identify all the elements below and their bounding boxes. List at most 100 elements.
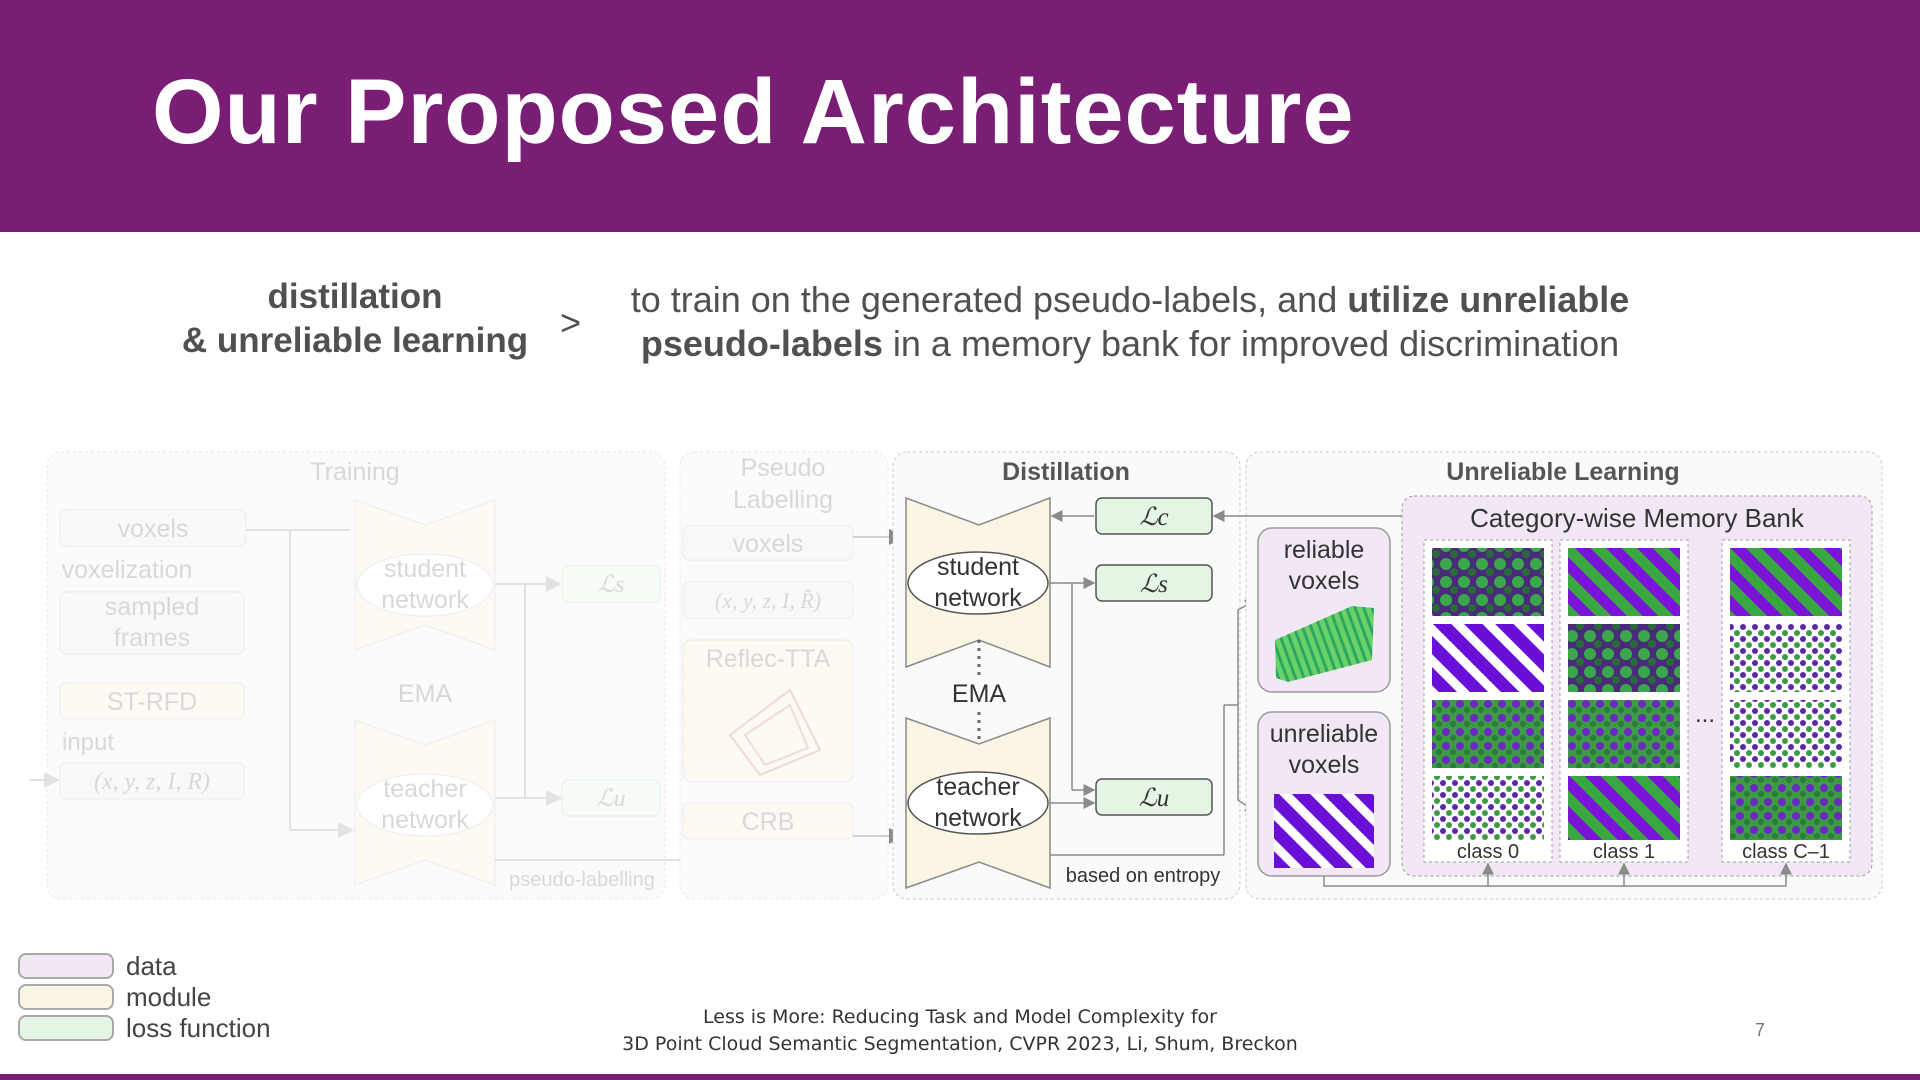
- class-0-sample-2: [1432, 624, 1544, 692]
- class-1-sample-3: [1568, 700, 1680, 768]
- title-bar: Our Proposed Architecture: [0, 0, 1920, 232]
- pseudo-tuple-box: [682, 581, 854, 619]
- pseudo-labelling-panel: Pseudo Labelling voxels (x, y, z, I, R̂)…: [679, 451, 905, 900]
- memory-bank-title: Category-wise Memory Bank: [1470, 503, 1805, 533]
- reflec-tta-box: [682, 639, 854, 783]
- loss-c-label: ℒc: [1139, 504, 1168, 531]
- unreliable-voxels-label-2: voxels: [1289, 751, 1360, 779]
- unreliable-voxels-label-1: unreliable: [1270, 720, 1378, 748]
- legend-module-swatch: [18, 984, 114, 1010]
- legend-module-label: module: [126, 981, 212, 1012]
- training-title: Training: [310, 458, 399, 486]
- distillation-panel: Distillation student network EMA teacher…: [892, 451, 1258, 900]
- distill-teacher-label-2: network: [934, 804, 1022, 832]
- reflec-tta-label: Reflec-TTA: [706, 645, 831, 673]
- class-c-1-sample-2: [1730, 624, 1842, 692]
- training-st-rfd-box: [59, 682, 245, 720]
- legend-module: module: [18, 981, 212, 1012]
- training-voxelization-label: voxelization: [62, 556, 193, 584]
- subtitle-left-line1: distillation: [267, 277, 443, 316]
- class-c-1-sample-4: [1730, 776, 1842, 840]
- unreliable-learning-panel: Unreliable Learning reliable voxels unre…: [1212, 451, 1883, 900]
- citation-line-2: 3D Point Cloud Semantic Segmentation, CV…: [622, 1033, 1298, 1055]
- crb-label: CRB: [742, 808, 795, 836]
- subtitle-right-bold2: pseudo-labels: [640, 323, 883, 364]
- training-loss-u-box: [561, 779, 661, 817]
- distill-student-label-1: student: [937, 553, 1019, 581]
- unreliable-learning-title: Unreliable Learning: [1446, 458, 1679, 486]
- training-frames-label: frames: [114, 624, 190, 652]
- unreliable-voxels-image: [1274, 794, 1374, 868]
- training-input-label: input: [62, 729, 114, 756]
- subtitle-right-plain2: in a memory bank for improved discrimina…: [882, 323, 1620, 364]
- page-number: 7: [1755, 1020, 1766, 1040]
- training-teacher-label-2: network: [381, 806, 469, 834]
- class-1-label: class 1: [1593, 841, 1655, 863]
- training-student-label-1: student: [384, 555, 466, 583]
- pseudo-title-2: Labelling: [733, 486, 833, 514]
- distill-student-ellipse: [907, 551, 1049, 615]
- training-sampled-frames-box: [59, 591, 245, 655]
- reliable-voxels-image: [1275, 606, 1374, 682]
- distill-ema-label: EMA: [952, 680, 1007, 708]
- class-0-label: class 0: [1457, 841, 1519, 863]
- training-pseudo-labelling-label: pseudo-labelling: [509, 869, 655, 891]
- subtitle-arrow: >: [560, 302, 582, 343]
- legend-loss-swatch: [18, 1015, 114, 1041]
- citation: Less is More: Reducing Task and Model Co…: [560, 1004, 1360, 1058]
- distill-student-label-2: network: [934, 584, 1022, 612]
- class-c-1-label: class C–1: [1742, 841, 1830, 863]
- legend-data: data: [18, 950, 177, 981]
- pseudo-title-1: Pseudo: [741, 454, 826, 482]
- based-on-entropy-label: based on entropy: [1066, 865, 1221, 887]
- pseudo-voxels-box: [682, 525, 854, 561]
- subtitle-right-plain1: to train on the generated pseudo-labels,…: [630, 279, 1348, 320]
- bottom-bar: [0, 1074, 1920, 1080]
- loss-u-box: [1095, 778, 1213, 816]
- class-0-sample-1: [1432, 548, 1544, 616]
- class-1-sample-1: [1568, 548, 1680, 616]
- distill-teacher-label-1: teacher: [936, 773, 1019, 801]
- subtitle-right: to train on the generated pseudo-labels,…: [590, 278, 1670, 366]
- subtitle-left-line2: & unreliable learning: [181, 321, 529, 360]
- slide-title: Our Proposed Architecture: [152, 61, 1355, 163]
- training-loss-u-label: ℒu: [596, 786, 625, 812]
- training-loss-s-label: ℒs: [598, 572, 625, 598]
- training-ema-label: EMA: [398, 680, 453, 708]
- distill-teacher-ellipse: [907, 771, 1049, 835]
- legend-loss-function: loss function: [18, 1012, 271, 1043]
- pseudo-voxels-label: voxels: [733, 530, 804, 558]
- class-c-1-sample-3: [1730, 700, 1842, 768]
- class-c-1-sample-1: [1730, 548, 1842, 616]
- class-1-sample-2: [1568, 624, 1680, 692]
- loss-s-box: [1095, 564, 1213, 602]
- crb-box: [682, 802, 854, 840]
- training-st-rfd-label: ST-RFD: [107, 688, 197, 716]
- loss-s-label: ℒs: [1140, 571, 1168, 598]
- citation-line-1: Less is More: Reducing Task and Model Co…: [703, 1006, 1217, 1028]
- legend-loss-label: loss function: [126, 1012, 271, 1043]
- legend-data-swatch: [18, 953, 114, 979]
- class-0-sample-3: [1432, 700, 1544, 768]
- class-0-sample-4: [1432, 776, 1544, 840]
- training-voxels-label: voxels: [118, 515, 189, 543]
- training-panel: Training voxels voxelization sampled fra…: [30, 451, 770, 900]
- training-loss-s-box: [561, 565, 661, 603]
- legend-data-label: data: [126, 950, 177, 981]
- pseudo-tuple-label: (x, y, z, I, R̂): [715, 588, 821, 613]
- memory-bank-ellipsis: ...: [1695, 701, 1715, 728]
- training-student-label-2: network: [381, 586, 469, 614]
- distillation-title: Distillation: [1002, 458, 1130, 486]
- training-sampled-label: sampled: [105, 593, 200, 621]
- subtitle-left: distillation & unreliable learning: [150, 275, 560, 363]
- reliable-voxels-label-1: reliable: [1284, 536, 1365, 564]
- subtitle-right-bold1: utilize unreliable: [1347, 279, 1630, 320]
- loss-c-box: [1095, 497, 1213, 535]
- reliable-voxels-label-2: voxels: [1289, 567, 1360, 595]
- class-1-sample-4: [1568, 776, 1680, 840]
- training-voxels-box: [59, 509, 247, 547]
- training-input-tuple: (x, y, z, I, R): [94, 769, 210, 795]
- training-teacher-label-1: teacher: [383, 775, 466, 803]
- loss-u-label: ℒu: [1139, 785, 1170, 812]
